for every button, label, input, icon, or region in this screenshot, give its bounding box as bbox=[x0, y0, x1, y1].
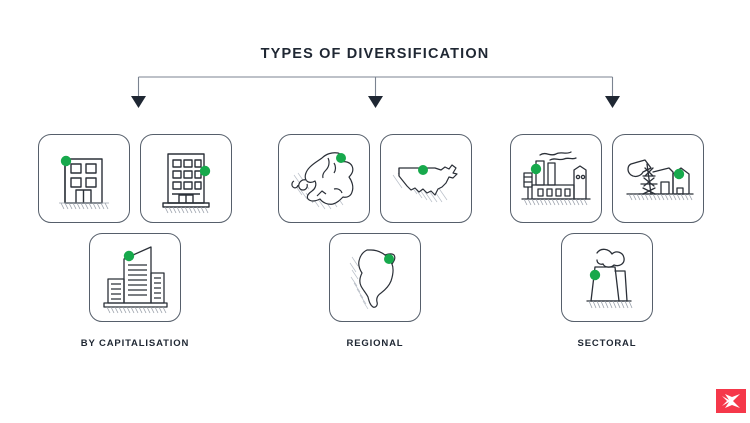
tile-row-bottom bbox=[329, 233, 421, 322]
tile-row-bottom bbox=[561, 233, 653, 322]
tile-skyscraper[interactable] bbox=[89, 233, 181, 322]
green-dot bbox=[60, 155, 72, 166]
tile-row-bottom bbox=[89, 233, 181, 322]
column-label-regional: REGIONAL bbox=[346, 338, 404, 349]
tile-row-top bbox=[38, 134, 232, 223]
column-by-capitalisation: BY CAPITALISATION bbox=[20, 134, 250, 349]
green-dot bbox=[673, 168, 685, 179]
column-label-by-capitalisation: BY CAPITALISATION bbox=[80, 338, 190, 349]
green-dot bbox=[384, 253, 394, 264]
column-sectoral: SECTORAL bbox=[492, 134, 722, 349]
logo-x-icon bbox=[722, 394, 740, 408]
green-dot bbox=[418, 164, 428, 175]
arrow-down-icon bbox=[131, 96, 620, 108]
column-regional: REGIONAL bbox=[260, 134, 490, 349]
tile-office-building[interactable] bbox=[140, 134, 232, 223]
green-dot bbox=[530, 163, 542, 174]
tile-small-building[interactable] bbox=[38, 134, 130, 223]
tile-cooling-tower[interactable] bbox=[561, 233, 653, 322]
brand-logo[interactable] bbox=[716, 389, 746, 413]
connector-bracket bbox=[0, 70, 750, 112]
tile-oil-pump-jack[interactable] bbox=[612, 134, 704, 223]
tile-row-top bbox=[278, 134, 472, 223]
tile-usa-map[interactable] bbox=[380, 134, 472, 223]
green-dot bbox=[336, 152, 346, 163]
page-title: TYPES OF DIVERSIFICATION bbox=[260, 46, 490, 62]
green-dot bbox=[199, 165, 211, 176]
tile-europe-map[interactable] bbox=[278, 134, 370, 223]
tile-row-top bbox=[510, 134, 704, 223]
green-dot bbox=[589, 269, 601, 280]
tile-south-america-map[interactable] bbox=[329, 233, 421, 322]
column-label-sectoral: SECTORAL bbox=[577, 338, 637, 349]
green-dot bbox=[123, 250, 135, 261]
tile-factory[interactable] bbox=[510, 134, 602, 223]
columns-container: BY CAPITALISATION bbox=[0, 134, 750, 364]
